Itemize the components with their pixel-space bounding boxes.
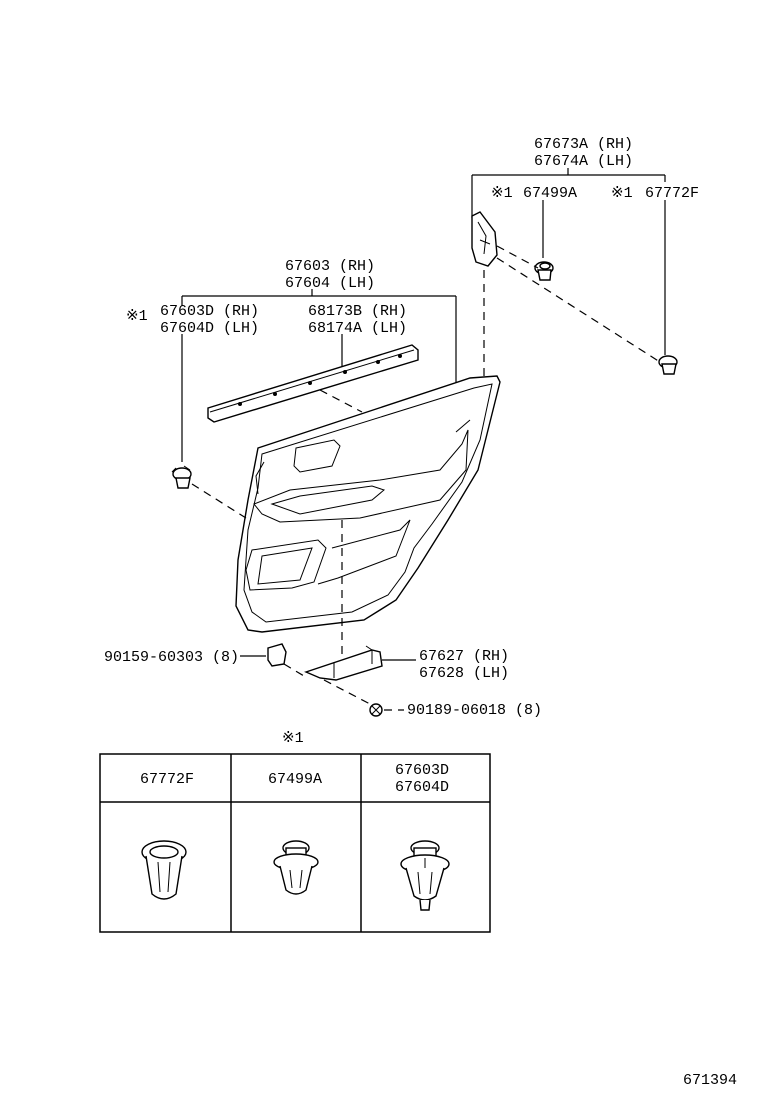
upper-panel-group: 67673A (RH) 67674A (LH) ※1 67499A ※1 677… <box>471 136 699 378</box>
label-clip-a-ref: ※1 <box>491 185 513 202</box>
clip-67499a-table-icon <box>273 840 319 895</box>
clip-67772f-icon <box>658 355 678 375</box>
label-upper-panel-rh: 67673A (RH) <box>534 136 633 153</box>
table-header-1: 67772F <box>140 771 194 788</box>
table-note: ※1 <box>282 730 304 747</box>
label-bracket-lh: 67628 (LH) <box>419 665 509 682</box>
label-upper-panel-lh: 67674A (LH) <box>534 153 633 170</box>
clip-table: ※1 67772F 67499A 67603D 67604D <box>99 730 491 933</box>
label-weatherstrip-rh: 68173B (RH) <box>308 303 407 320</box>
table-frame <box>99 753 491 933</box>
table-header-2: 67499A <box>268 771 322 788</box>
dash-left-clip <box>191 483 247 519</box>
dash-upper-panel <box>483 245 661 378</box>
clip-67603d-icon <box>171 465 192 489</box>
clip-67603d-table-icon <box>400 840 450 911</box>
figure-id: 671394 <box>683 1072 737 1089</box>
clip-67772f-table-icon <box>141 840 187 900</box>
label-screw: 90189-06018 (8) <box>407 702 542 719</box>
label-trim-lh: 67604 (LH) <box>285 275 375 292</box>
screw-icon <box>369 703 383 717</box>
label-clip-lh: 67604D (LH) <box>160 320 259 337</box>
label-clip-rh: 67603D (RH) <box>160 303 259 320</box>
table-header-3b: 67604D <box>395 779 449 796</box>
leader-clips-upper <box>542 200 666 355</box>
label-clip-f-ref: ※1 <box>611 185 633 202</box>
upper-panel-detail <box>477 221 491 255</box>
bracket-area: 90159-60303 (8) 67627 (RH) 67628 (LH) 90… <box>104 520 542 719</box>
leader-clip-weatherstrip <box>181 334 343 462</box>
clip-67499a-icon <box>534 261 554 281</box>
label-bracket-rh: 67627 (RH) <box>419 648 509 665</box>
label-trim-rh: 67603 (RH) <box>285 258 375 275</box>
leader-upper-panel <box>471 168 666 218</box>
label-clip-f: 67772F <box>645 185 699 202</box>
leader-trim-board <box>181 289 457 385</box>
weatherstrip-part <box>207 344 419 423</box>
label-clip-small: 90159-60303 (8) <box>104 649 239 666</box>
table-header-3a: 67603D <box>395 762 449 779</box>
small-clip-icon <box>267 643 287 667</box>
upper-panel-piece <box>471 211 498 267</box>
label-clip-ref: ※1 <box>126 308 148 325</box>
trim-labels: 67603 (RH) 67604 (LH) ※1 67603D (RH) 676… <box>126 258 457 462</box>
label-weatherstrip-lh: 68174A (LH) <box>308 320 407 337</box>
door-trim-board <box>235 375 501 633</box>
bracket-part <box>304 649 383 681</box>
label-clip-a: 67499A <box>523 185 577 202</box>
